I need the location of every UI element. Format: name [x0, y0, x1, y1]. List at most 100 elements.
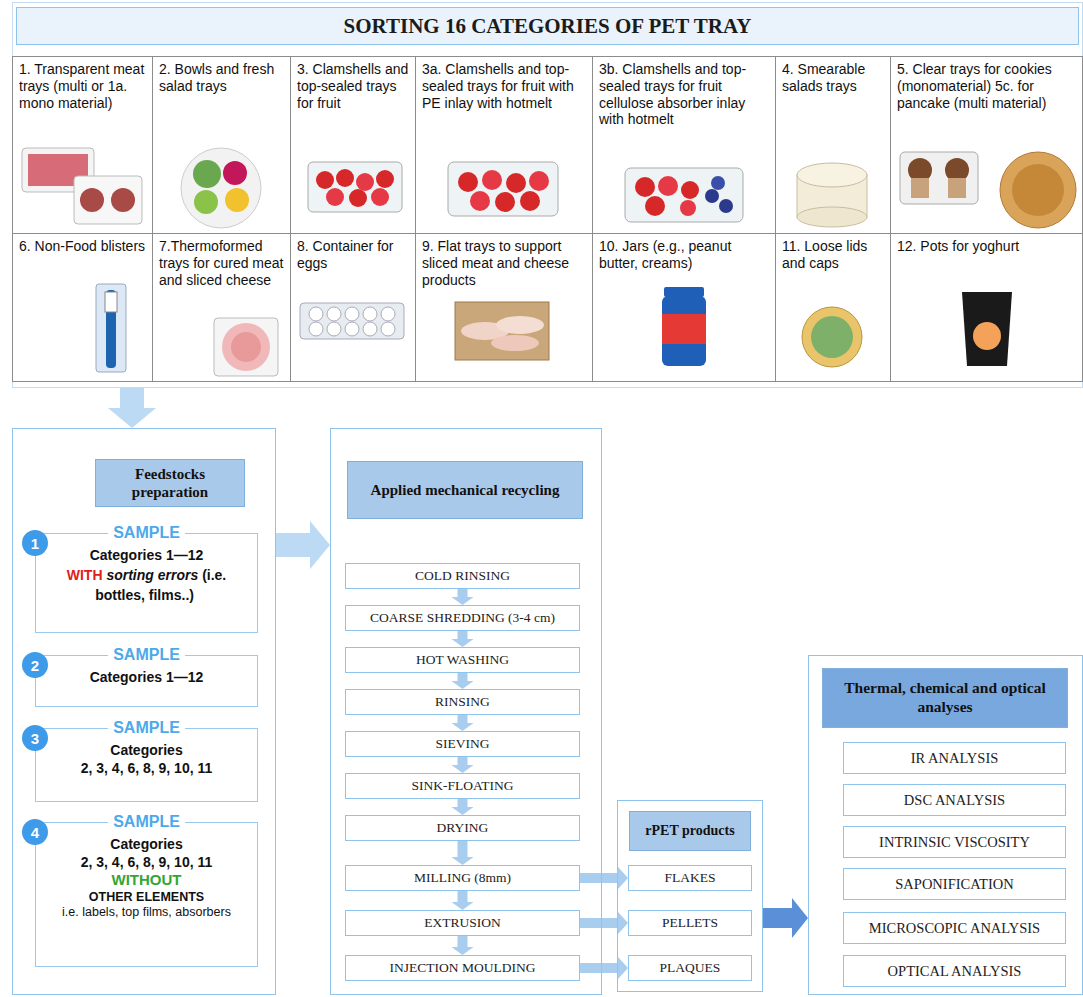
illustration-shape [448, 162, 558, 216]
illustration-shape [326, 188, 344, 206]
analysis-box: INTRINSIC VISCOSITY [843, 826, 1066, 858]
process-step: DRYING [345, 815, 580, 841]
number-label: 3 [31, 730, 39, 747]
illustration-shape [106, 290, 116, 368]
sample-heading: SAMPLE [108, 718, 185, 738]
cell-label: 11. Loose lids and caps [776, 234, 890, 272]
number-label: 1 [31, 535, 39, 552]
meat-trays [22, 148, 142, 224]
sample-text: Categories [110, 742, 182, 760]
recycling-panel: Applied mechanical recyclingCOLD RINSING… [330, 428, 602, 995]
sample-text: Categories 1—12 [90, 669, 204, 687]
illustration-shape [381, 322, 395, 336]
illustration-shape [193, 160, 221, 188]
illustration-shape [336, 169, 354, 187]
category-cell: 2. Bowls and fresh salad trays [152, 56, 291, 234]
illustration-shape [371, 188, 389, 206]
illustration-shape [105, 292, 117, 312]
step-label: SAPONIFICATION [895, 876, 1013, 893]
illustration-shape [900, 152, 978, 204]
step-label: SIEVING [436, 736, 490, 752]
cell-label: 12. Pots for yoghurt [891, 234, 1082, 255]
illustration-shape [482, 170, 502, 190]
step-label: DRYING [437, 820, 489, 836]
illustration-shape [495, 192, 515, 212]
hummus-tub [797, 163, 867, 227]
illustration-shape [681, 181, 699, 199]
analysis-box: MICROSCOPIC ANALYSIS [843, 912, 1066, 944]
step-label: SINK-FLOATING [412, 778, 514, 794]
process-step: COLD RINSING [345, 563, 580, 589]
step-label: PLAQUES [660, 960, 721, 976]
flow-arrow [452, 936, 474, 955]
product-box: FLAKES [628, 865, 752, 891]
cell-label: 1. Transparent meat trays (multi or 1a. … [13, 57, 152, 111]
illustration-shape [376, 170, 394, 188]
fruit-tray-pe [448, 162, 558, 216]
step-label: DSC ANALYSIS [904, 792, 1005, 809]
product-box: PELLETS [628, 910, 752, 936]
number-label: 2 [31, 657, 39, 674]
sample-number: 4 [22, 819, 48, 845]
illustration-shape [664, 287, 704, 297]
category-cell: 3a. Clamshells and top-sealed trays for … [415, 56, 593, 234]
illustration-shape [74, 176, 142, 224]
sample-text: WITH [67, 567, 103, 583]
cell-label: 4. Smearable salads trays [776, 57, 890, 95]
sample-box: SAMPLECategories2, 3, 4, 6, 8, 9, 10, 11… [35, 728, 258, 802]
sample-number: 3 [22, 725, 48, 751]
illustration-shape [316, 171, 334, 189]
illustration-shape [308, 162, 402, 212]
category-cell: 4. Smearable salads trays [775, 56, 891, 234]
illustration-shape [363, 307, 377, 321]
flow-arrow [452, 841, 474, 865]
illustration-shape [680, 200, 696, 216]
sample-number: 2 [22, 652, 48, 678]
illustration-shape [470, 191, 490, 211]
step-label: COARSE SHREDDING (3-4 cm) [370, 610, 555, 626]
sample-text: Categories 1—12 [90, 547, 204, 565]
cell-label: 3a. Clamshells and top-sealed trays for … [416, 57, 592, 111]
illustration-shape [529, 171, 549, 191]
illustration-shape [520, 191, 540, 211]
step-label: MILLING (8mm) [414, 870, 511, 886]
illustration-shape [181, 148, 261, 228]
illustration-shape [327, 322, 341, 336]
illustration-shape [194, 190, 218, 214]
illustration-shape [705, 189, 719, 203]
category-cell: 9. Flat trays to support sliced meat and… [415, 233, 593, 382]
cured-meat-tray [214, 318, 278, 376]
sample-text: 2, 3, 4, 6, 8, 9, 10, 11 [81, 854, 213, 872]
egg-container [300, 303, 404, 339]
text-line: WITHsorting errors(i.e. bottles, films..… [46, 565, 247, 605]
flat-tray [455, 302, 549, 360]
illustration-shape [345, 307, 359, 321]
jar [662, 287, 706, 366]
panel-heading: Feedstocks preparation [95, 459, 245, 507]
flow-arrow [452, 891, 474, 910]
flow-arrow [108, 388, 156, 428]
cell-label: 3b. Clamshells and top-sealed trays for … [593, 57, 775, 128]
illustration-shape [96, 284, 126, 372]
illustration-shape [80, 188, 104, 212]
analysis-panel: Thermal, chemical and optical analysesIR… [808, 655, 1083, 995]
step-label: OPTICAL ANALYSIS [888, 963, 1022, 980]
category-panel: SORTING 16 CATEGORIES OF PET TRAY1. Tran… [12, 2, 1083, 388]
process-step: RINSING [345, 689, 580, 715]
process-step: EXTRUSION [345, 910, 580, 936]
cookie-and-pancake [900, 152, 1076, 228]
loose-lid [802, 307, 862, 367]
flow-arrow [580, 912, 628, 934]
illustration-shape [948, 178, 966, 198]
flow-arrow [580, 867, 628, 889]
cell-label: 2. Bowls and fresh salad trays [153, 57, 290, 95]
illustration-shape [231, 332, 261, 362]
illustration-shape [625, 168, 743, 222]
illustration-shape [658, 176, 678, 196]
flow-arrow [452, 673, 474, 689]
illustration-shape [506, 173, 526, 193]
illustration-shape [111, 188, 135, 212]
illustration-shape [662, 296, 706, 366]
yoghurt-pot [962, 292, 1012, 366]
process-step: MILLING (8mm) [345, 865, 580, 891]
